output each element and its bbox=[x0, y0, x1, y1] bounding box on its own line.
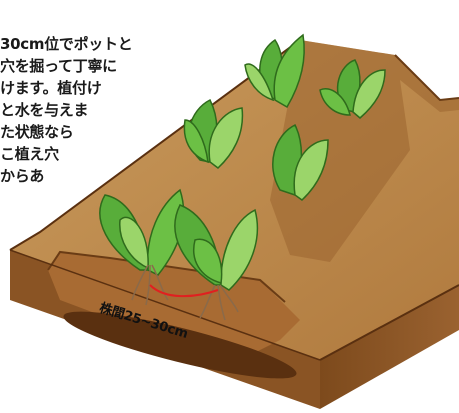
instruction-line-7: からあ bbox=[0, 167, 45, 185]
planting-hole-shadow bbox=[63, 311, 297, 379]
instruction-line-1: 30cm位でポットと bbox=[0, 35, 133, 53]
bed-ridge-edge bbox=[394, 54, 459, 102]
instruction-line-2: 穴を掘って丁寧に bbox=[0, 57, 117, 75]
seedling-roots bbox=[131, 264, 239, 321]
lettuce-seedling-icon bbox=[174, 204, 259, 291]
spacing-arc bbox=[149, 284, 219, 298]
lettuce-seedling-icon bbox=[272, 123, 329, 201]
lettuce-seedling-icon bbox=[99, 188, 185, 276]
lettuce-seedling-icon bbox=[183, 98, 244, 169]
instruction-line-4: と水を与えま bbox=[0, 101, 89, 119]
bed-side-face bbox=[320, 285, 459, 409]
bed-ridge bbox=[270, 40, 459, 262]
lettuce-seedling-icon bbox=[244, 33, 305, 109]
instruction-line-6: こ植え穴 bbox=[0, 145, 59, 163]
bed-trench-edge bbox=[47, 250, 286, 303]
instruction-line-5: た状態なら bbox=[0, 123, 74, 141]
lettuce-seedling-icon bbox=[319, 59, 386, 119]
instruction-line-3: けます。植付け bbox=[0, 79, 102, 97]
